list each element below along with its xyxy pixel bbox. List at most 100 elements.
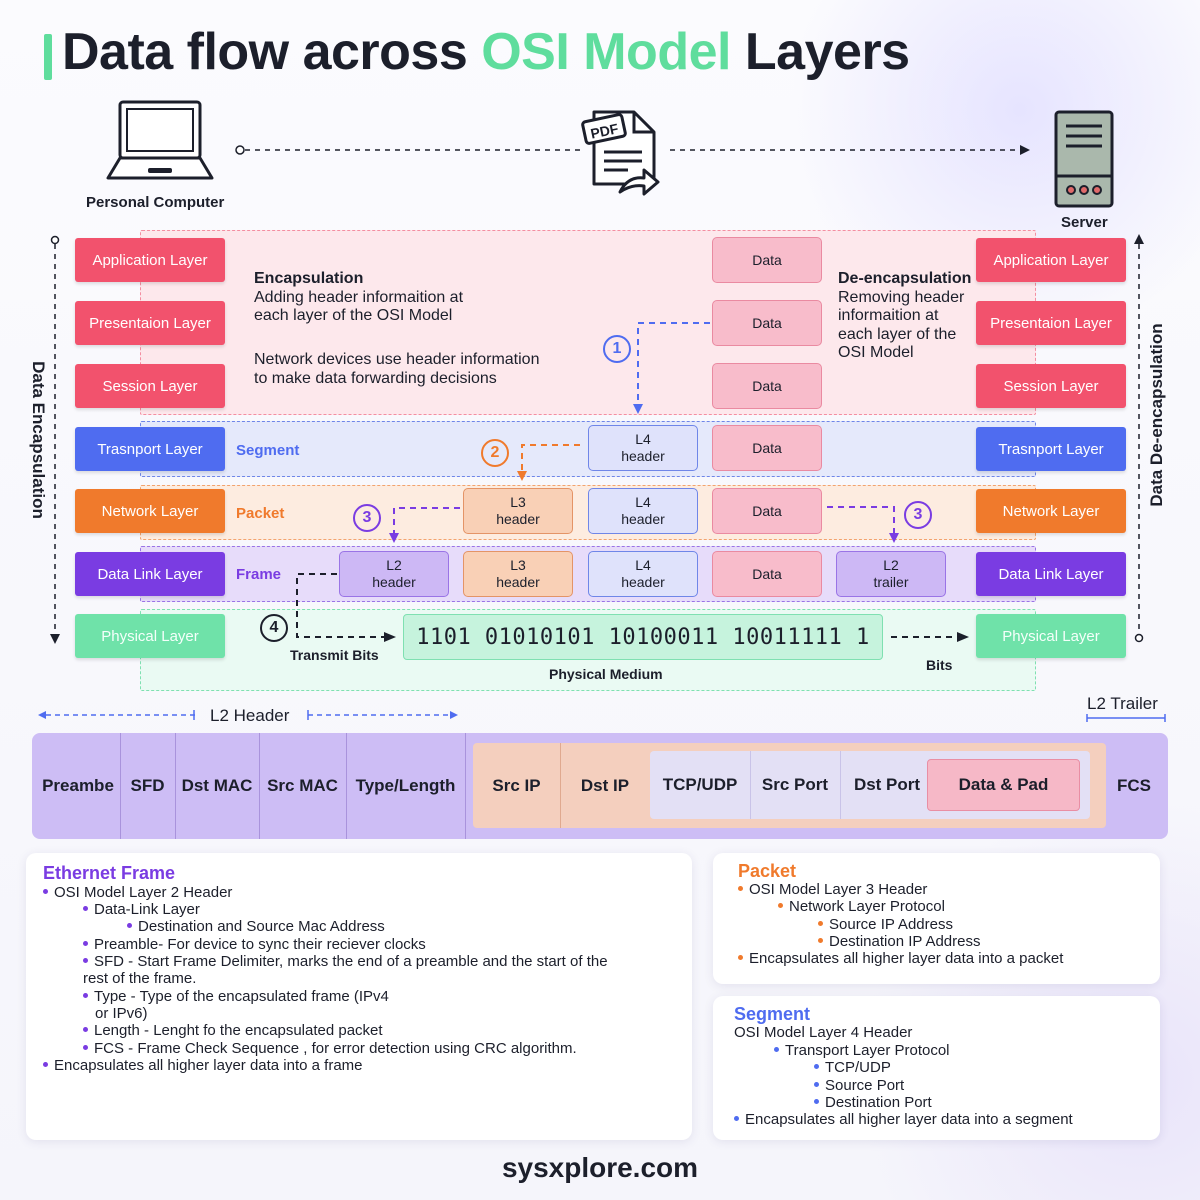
deencapsulation-title: De-encapsulation [838,270,972,287]
l2-trailer-block: L2 trailer [836,551,946,597]
encapsulation-note: Network devices use header information [254,351,540,368]
data-block: Data [712,237,822,283]
data-block: Data [712,488,822,534]
frame-field-data-pad: Data & Pad [958,775,1049,794]
left-network-layer: Network Layer [75,489,225,533]
encapsulation-line: Adding header informaition at [254,289,464,306]
data-pad-region [927,759,1080,811]
right-datalink-layer: Data Link Layer [976,552,1126,596]
list-item: Type - Type of the encapsulated frame (I… [83,988,389,1005]
l3-header-block: L3 header [463,488,573,534]
ethernet-card-title: Ethernet Frame [43,863,176,883]
pc-label: Personal Computer [86,194,225,211]
deencapsulation-line: each layer of the [838,326,957,343]
encapsulation-note: to make data forwarding decisions [254,370,497,387]
step-3-badge: 3 [904,501,932,529]
deencapsulation-line: informaition at [838,307,939,324]
right-network-layer: Network Layer [976,489,1126,533]
frame-field-dst-port: Dst Port [853,775,921,794]
list-item: Destination IP Address [818,933,980,950]
frame-field-dst-mac: Dst MAC [181,776,253,795]
frame-field-src-mac: Src MAC [267,776,338,795]
frame-field-type-length: Type/Length [355,776,456,795]
l4-header-block: L4 header [588,425,698,471]
left-session-layer: Session Layer [75,364,225,408]
right-session-layer: Session Layer [976,364,1126,408]
laptop-icon [106,100,214,180]
l4-header-block: L4 header [588,551,698,597]
server-icon [1054,110,1114,208]
frame-divider [346,733,347,839]
physical-medium-label: Physical Medium [549,666,663,682]
data-block: Data [712,300,822,346]
list-item: Destination Port [814,1094,932,1111]
bit-stream: 1101 01010101 10100011 10011111 1 [403,614,883,660]
encapsulation-title: Encapsulation [254,270,364,287]
list-item-continuation: rest of the frame. [83,970,197,987]
left-transport-layer: Trasnport Layer [75,427,225,471]
frame-divider [175,733,176,839]
data-block: Data [712,425,822,471]
flow-arrows [296,322,969,642]
l2-trailer-label: L2 Trailer [1087,694,1158,713]
list-item: OSI Model Layer 3 Header [738,881,927,898]
list-item: OSI Model Layer 4 Header [734,1024,913,1041]
packet-card [713,853,1160,984]
list-item: Network Layer Protocol [778,898,945,915]
l2-header-span-arrow [38,710,458,720]
right-transport-layer: Trasnport Layer [976,427,1126,471]
segment-label: Segment [236,442,300,459]
right-physical-layer: Physical Layer [976,614,1126,658]
l3-header-block: L3 header [463,551,573,597]
list-item: Encapsulates all higher layer data into … [43,1057,363,1074]
segment-card-title: Segment [734,1004,811,1024]
step-2-badge: 2 [481,439,509,467]
list-item: Source IP Address [818,916,953,933]
footer-brand: sysxplore.com [501,1152,699,1183]
frame-field-src-ip: Src IP [492,775,541,795]
step-3-badge: 3 [353,504,381,532]
frame-field-sfd: SFD [130,776,165,795]
frame-divider [120,733,121,839]
left-datalink-layer: Data Link Layer [75,552,225,596]
list-item: Transport Layer Protocol [774,1042,950,1059]
frame-divider [560,743,561,828]
frame-divider [840,751,841,819]
frame-divider [750,751,751,819]
left-application-layer: Application Layer [75,238,225,282]
connection-arrow [235,145,1030,155]
packet-card-title: Packet [738,861,797,881]
data-block: Data [712,363,822,409]
pdf-document-icon: PDF [581,110,660,196]
list-item: Length - Lenght fo the encapsulated pack… [83,1022,383,1039]
title-accent-bar [44,34,52,80]
list-item: FCS - Frame Check Sequence , for error d… [83,1040,577,1057]
page-title: Data flow across OSI Model Layers [62,23,910,81]
l2-header-block: L2 header [339,551,449,597]
list-item: Data-Link Layer [83,901,200,918]
encapsulation-arrow [50,235,60,644]
server-label: Server [1061,214,1108,231]
deencapsulation-line: OSI Model [838,344,914,361]
list-item: OSI Model Layer 2 Header [43,884,232,901]
right-presentation-layer: Presentaion Layer [976,301,1126,345]
deencapsulation-arrow [1134,234,1144,643]
deencapsulation-line: Removing header [838,289,965,306]
list-item: TCP/UDP [814,1059,891,1076]
l2-trailer-bracket [1086,714,1166,722]
encapsulation-line: each layer of the OSI Model [254,307,453,324]
ethernet-frame-card [26,853,692,1140]
svg-text:PDF: PDF [589,120,620,142]
right-application-layer: Application Layer [976,238,1126,282]
frame-field-fcs: FCS [1117,776,1151,795]
bits-label: Bits [926,657,953,673]
frame-field-src-port: Src Port [761,775,829,794]
transmit-bits-label: Transmit Bits [290,647,379,663]
list-item: Preamble- For device to sync their recie… [83,936,426,953]
data-block: Data [712,551,822,597]
frame-field-dst-ip: Dst IP [580,775,630,795]
frame-label: Frame [236,566,282,583]
l4-header-block: L4 header [588,488,698,534]
list-item: SFD - Start Frame Delimiter, marks the e… [83,953,608,970]
step-4-badge: 4 [260,614,288,642]
